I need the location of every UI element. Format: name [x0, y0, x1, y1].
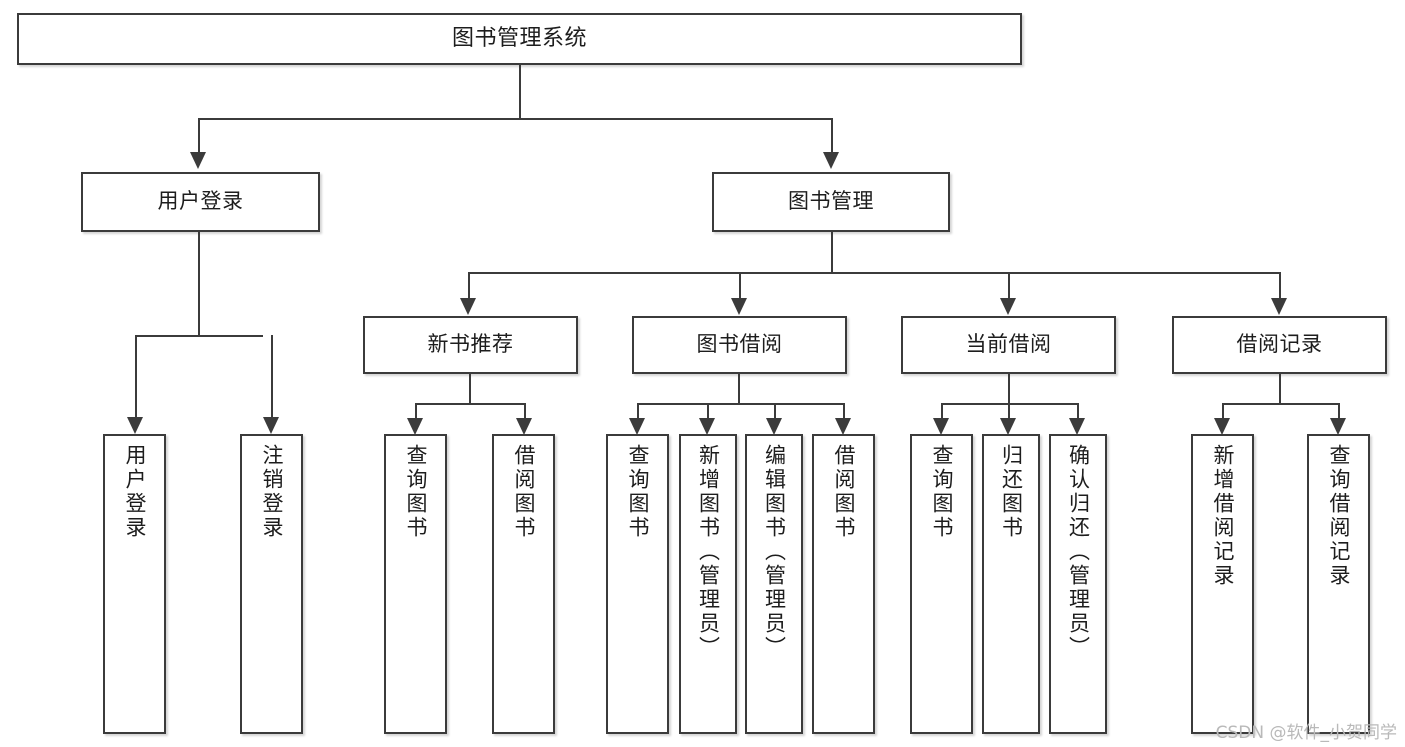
node-label: 图书借阅	[696, 332, 783, 357]
arrowhead-to-current-borrow	[1000, 298, 1016, 315]
node-root-system[interactable]: 图书管理系统	[17, 13, 1022, 65]
node-label: 确认归还（管理员）	[1066, 444, 1091, 660]
arrowhead-to-leaf-logout-login	[263, 417, 279, 434]
connector-book-management-stem	[831, 232, 833, 272]
connector-to-leaf-user-login	[135, 335, 137, 419]
node-label: 新增图书（管理员）	[696, 444, 721, 660]
arrowhead-to-leaf-query-record	[1330, 418, 1346, 435]
node-leaf-query-record[interactable]: 查询借阅记录	[1307, 434, 1370, 734]
node-leaf-edit-book[interactable]: 编辑图书（管理员）	[745, 434, 803, 734]
connector-to-leaf-confirm-return	[1077, 403, 1079, 420]
node-leaf-add-record[interactable]: 新增借阅记录	[1191, 434, 1254, 734]
node-label: 当前借阅	[965, 332, 1052, 357]
node-leaf-confirm-return[interactable]: 确认归还（管理员）	[1049, 434, 1107, 734]
arrowhead-to-borrow-record	[1271, 298, 1287, 315]
node-label: 新增借阅记录	[1211, 444, 1235, 588]
arrowhead-to-leaf-user-login	[127, 417, 143, 434]
node-leaf-user-login[interactable]: 用户登录	[103, 434, 166, 734]
arrowhead-to-leaf-add-book	[699, 418, 715, 435]
arrowhead-to-leaf-edit-book	[766, 418, 782, 435]
connector-user-login-bus	[135, 335, 263, 337]
node-label: 借阅图书	[512, 444, 536, 540]
node-label: 查询借阅记录	[1327, 444, 1351, 588]
node-label: 图书管理系统	[451, 25, 587, 51]
connector-to-leaf-add-book	[707, 403, 709, 420]
node-label: 编辑图书（管理员）	[762, 444, 787, 660]
connector-to-user-login	[198, 118, 200, 154]
arrowhead-to-book-borrow	[731, 298, 747, 315]
arrowhead-to-leaf-query-book-3	[933, 418, 949, 435]
connector-to-leaf-edit-book	[774, 403, 776, 420]
connector-to-current-borrow	[1008, 272, 1010, 300]
arrowhead-to-leaf-borrow-book-1	[516, 418, 532, 435]
connector-to-leaf-borrow-book-1	[524, 403, 526, 420]
connector-level3-bus	[468, 272, 1280, 274]
node-label: 查询图书	[930, 444, 954, 540]
node-label: 归还图书	[999, 444, 1024, 540]
connector-to-book-management	[831, 118, 833, 154]
node-leaf-add-book[interactable]: 新增图书（管理员）	[679, 434, 737, 734]
connector-to-leaf-borrow-book-2	[843, 403, 845, 420]
connector-user-login-stem	[198, 232, 200, 335]
connector-current-borrow-stem	[1008, 374, 1010, 403]
connector-to-new-book-recommend	[468, 272, 470, 300]
connector-to-borrow-record	[1279, 272, 1281, 300]
connector-book-borrow-stem	[738, 374, 740, 403]
connector-to-book-borrow	[739, 272, 741, 300]
node-leaf-query-book-2[interactable]: 查询图书	[606, 434, 669, 734]
connector-to-leaf-query-book-2	[637, 403, 639, 420]
arrowhead-to-leaf-query-book-2	[629, 418, 645, 435]
arrowhead-to-book-management	[823, 152, 839, 169]
node-book-management[interactable]: 图书管理	[712, 172, 950, 232]
arrowhead-to-leaf-borrow-book-2	[835, 418, 851, 435]
node-label: 查询图书	[404, 444, 428, 540]
node-label: 借阅记录	[1236, 332, 1323, 357]
connector-to-leaf-return-book	[1008, 403, 1010, 420]
node-book-borrow[interactable]: 图书借阅	[632, 316, 847, 374]
connector-borrow-record-stem	[1279, 374, 1281, 403]
arrowhead-to-leaf-query-book-1	[407, 418, 423, 435]
node-label: 注销登录	[260, 444, 284, 540]
node-label: 图书管理	[788, 189, 874, 214]
node-user-login[interactable]: 用户登录	[81, 172, 320, 232]
connector-new-book-recommend-stem	[469, 374, 471, 403]
arrowhead-to-leaf-confirm-return	[1069, 418, 1085, 435]
connector-root-stem	[519, 65, 521, 118]
node-label: 新书推荐	[427, 332, 514, 357]
connector-to-leaf-query-record	[1338, 403, 1340, 420]
connector-to-leaf-add-record	[1222, 403, 1224, 420]
node-label: 用户登录	[157, 189, 244, 214]
node-leaf-borrow-book-2[interactable]: 借阅图书	[812, 434, 875, 734]
node-borrow-record[interactable]: 借阅记录	[1172, 316, 1387, 374]
connector-book-borrow-bus	[637, 403, 843, 405]
node-label: 借阅图书	[832, 444, 856, 540]
arrowhead-to-new-book-recommend	[460, 298, 476, 315]
connector-borrow-record-bus	[1222, 403, 1339, 405]
csdn-watermark: CSDN @软件_小贺同学	[1215, 723, 1397, 743]
connector-new-book-recommend-bus	[415, 403, 525, 405]
node-current-borrow[interactable]: 当前借阅	[901, 316, 1116, 374]
node-label: 查询图书	[626, 444, 650, 540]
arrowhead-to-user-login	[190, 152, 206, 169]
arrowhead-to-leaf-return-book	[1000, 418, 1016, 435]
node-leaf-query-book-3[interactable]: 查询图书	[910, 434, 973, 734]
connector-to-leaf-query-book-1	[415, 403, 417, 420]
connector-to-leaf-logout-login	[271, 335, 273, 419]
node-label: 用户登录	[123, 444, 147, 540]
arrowhead-to-leaf-add-record	[1214, 418, 1230, 435]
connector-to-leaf-query-book-3	[941, 403, 943, 420]
node-new-book-recommend[interactable]: 新书推荐	[363, 316, 578, 374]
node-leaf-borrow-book-1[interactable]: 借阅图书	[492, 434, 555, 734]
connector-level2-bus	[198, 118, 831, 120]
node-leaf-query-book-1[interactable]: 查询图书	[384, 434, 447, 734]
node-leaf-return-book[interactable]: 归还图书	[982, 434, 1040, 734]
node-leaf-logout-login[interactable]: 注销登录	[240, 434, 303, 734]
